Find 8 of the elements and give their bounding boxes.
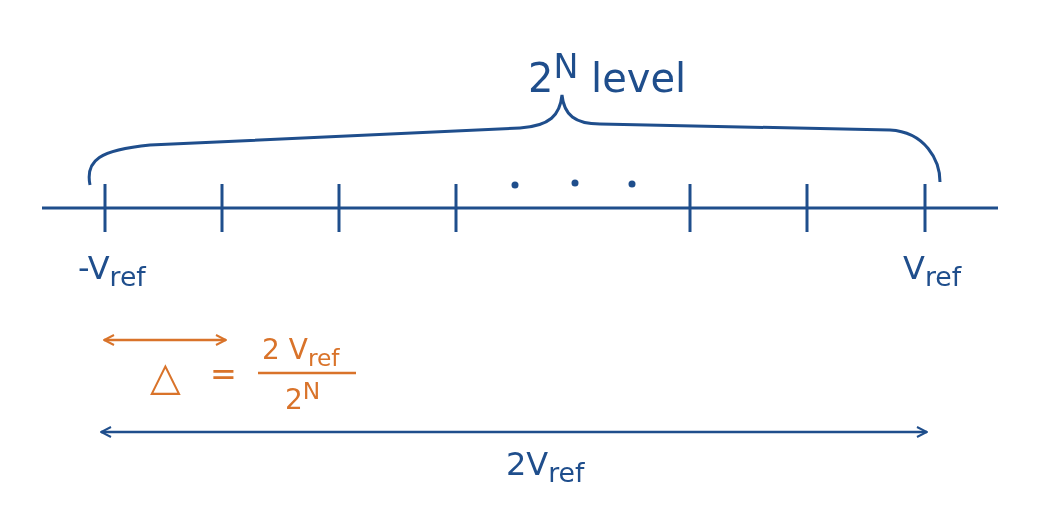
level-label: 2$^{N}$ level (528, 50, 687, 99)
dimension-label: 2V$_{ref}$ (506, 448, 585, 488)
denominator: 2$^{N}$ (285, 380, 321, 415)
axis-label: V$_{ref}$ (903, 252, 962, 292)
numerator: 2 V$_{ref}$ (262, 336, 340, 370)
equals-sign: = (210, 358, 237, 390)
delta-symbol: △ (150, 356, 181, 396)
axis-label: -V$_{ref}$ (78, 252, 146, 292)
